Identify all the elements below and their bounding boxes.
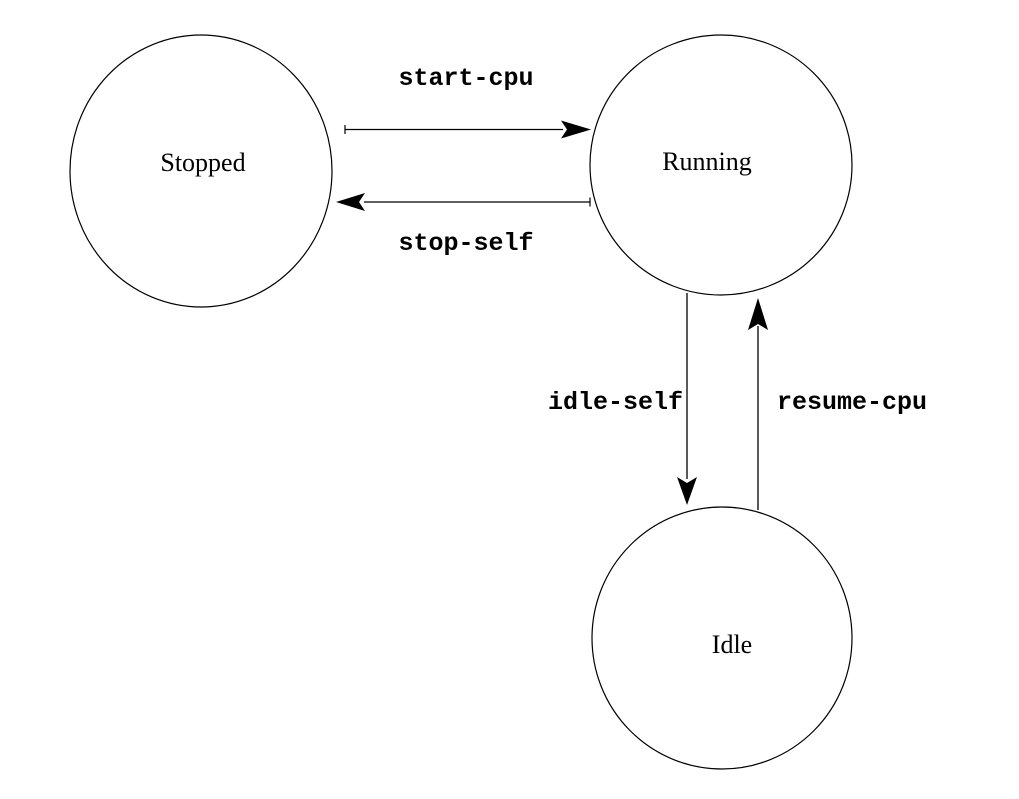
resume-cpu-label: resume-cpu: [777, 388, 927, 417]
transition-stop-self: stop-self: [336, 193, 591, 258]
start-cpu-arrowhead-icon: [561, 120, 591, 139]
transition-idle-self: idle-self: [548, 293, 697, 505]
state-stopped-circle: [69, 34, 333, 308]
stop-self-arrowhead-icon: [336, 193, 365, 211]
start-cpu-label: start-cpu: [398, 64, 533, 93]
state-running-circle: [589, 34, 853, 296]
transition-resume-cpu: resume-cpu: [748, 298, 927, 510]
stop-self-label: stop-self: [398, 229, 533, 258]
transition-start-cpu: start-cpu: [344, 64, 591, 139]
idle-self-label: idle-self: [548, 388, 683, 417]
state-idle-circle: [591, 506, 853, 770]
state-idle: Idle: [591, 506, 853, 770]
state-stopped: Stopped: [69, 34, 333, 308]
state-idle-label: Idle: [712, 630, 752, 659]
idle-self-arrowhead-icon: [677, 477, 697, 505]
state-running: Running: [589, 34, 853, 296]
state-stopped-label: Stopped: [160, 148, 245, 177]
state-running-label: Running: [662, 147, 752, 176]
resume-cpu-arrowhead-icon: [748, 298, 768, 330]
